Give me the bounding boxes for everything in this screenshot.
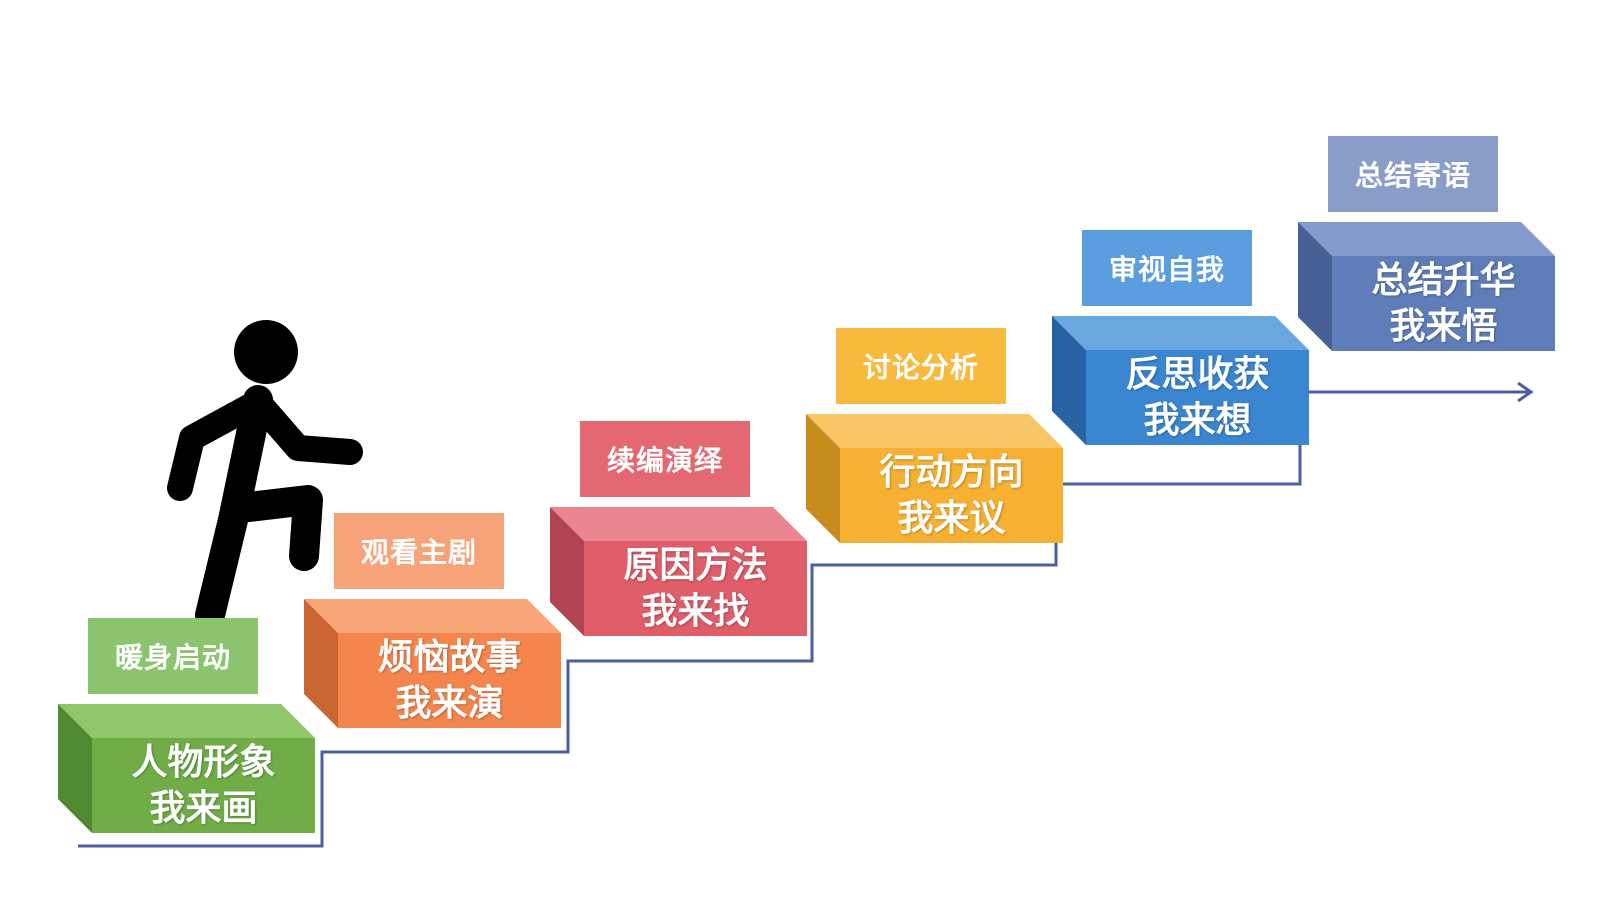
step-6-top-face xyxy=(1298,222,1555,256)
step-4-block: 行动方向 我来议 xyxy=(840,448,1063,543)
step-6-front-face xyxy=(1332,256,1555,351)
step-5-title: 反思收获 xyxy=(1125,353,1270,395)
step-3-title: 原因方法 xyxy=(623,544,768,586)
step-3-block: 原因方法 我来找 xyxy=(584,541,807,636)
step-2-subtitle: 我来演 xyxy=(395,682,504,724)
step-6-block: 总结升华 我来悟 xyxy=(1332,256,1555,351)
step-5-block: 反思收获 我来想 xyxy=(1086,350,1309,445)
step-1-label: 暖身启动 xyxy=(88,618,258,694)
step-4-subtitle: 我来议 xyxy=(897,497,1006,539)
step-2-top-face xyxy=(304,599,561,633)
step-6-title: 总结升华 xyxy=(1371,259,1516,301)
walking-person-icon xyxy=(167,320,363,630)
step-6-label: 总结寄语 xyxy=(1328,136,1498,212)
step-2-title: 烦恼故事 xyxy=(377,636,522,678)
step-2-block: 烦恼故事 我来演 xyxy=(338,633,561,728)
step-4-label: 讨论分析 xyxy=(836,328,1006,404)
step-3-top-face xyxy=(550,507,807,541)
step-1-subtitle: 我来画 xyxy=(149,787,258,829)
step-3-subtitle: 我来找 xyxy=(641,590,750,632)
arrow-head-icon xyxy=(1517,381,1534,403)
step-4-top-face xyxy=(806,414,1063,448)
stair-line xyxy=(78,390,1530,848)
step-5-top-face xyxy=(1052,316,1309,350)
step-1-front-face xyxy=(92,738,315,833)
step-4-side-face xyxy=(806,414,840,543)
step-1-top-face xyxy=(58,704,315,738)
step-5-label: 审视自我 xyxy=(1082,230,1252,306)
step-2-side-face xyxy=(304,599,338,728)
step-3-side-face xyxy=(550,507,584,636)
step-1-title: 人物形象 xyxy=(131,741,276,783)
step-5-side-face xyxy=(1052,316,1086,445)
step-1-side-face xyxy=(58,704,92,833)
step-2-front-face xyxy=(338,633,561,728)
step-4-title: 行动方向 xyxy=(879,451,1024,493)
step-5-subtitle: 我来想 xyxy=(1143,399,1252,441)
step-6-side-face xyxy=(1298,222,1332,351)
step-1-block: 人物形象 我来画 xyxy=(92,738,315,833)
step-4-front-face xyxy=(840,448,1063,543)
step-6-subtitle: 我来悟 xyxy=(1389,305,1498,347)
step-3-front-face xyxy=(584,541,807,636)
step-2-label: 观看主剧 xyxy=(334,513,504,589)
step-5-front-face xyxy=(1086,350,1309,445)
step-3-label: 续编演绎 xyxy=(580,421,750,497)
